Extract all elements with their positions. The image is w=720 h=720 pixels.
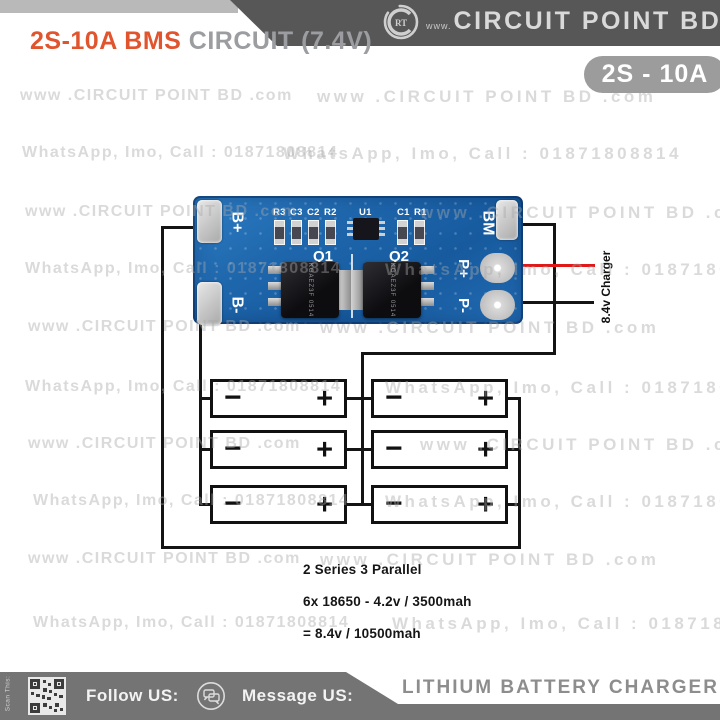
wire-segment	[505, 301, 594, 304]
wire-segment	[199, 503, 211, 506]
wire-segment	[553, 223, 556, 355]
battery-cell: −+	[371, 379, 508, 418]
pcb-board: B+ B- BM P+ P- R3 C3 C2 R2 U1 C1 R1	[193, 196, 523, 325]
label-r1: R1	[414, 207, 427, 218]
q1-tab	[339, 270, 351, 310]
smd-c3	[291, 220, 302, 245]
wire-segment	[507, 397, 519, 400]
wire-segment	[199, 448, 211, 451]
smd-r2	[325, 220, 336, 245]
mosfet-q2: KGAEZ3F 0514	[363, 262, 421, 318]
q2-tab	[351, 270, 363, 310]
badge-2s-10a: 2S - 10A	[584, 56, 720, 93]
label-b-minus: B-	[227, 296, 245, 314]
wire-segment	[161, 226, 164, 549]
page-title-accent: 2S-10A BMS	[30, 27, 182, 55]
mosfet-q1: KGAEZ3F 0514	[281, 262, 339, 318]
battery-cell: −+	[210, 430, 347, 469]
pad-b-plus	[197, 200, 222, 243]
label-r2: R2	[324, 207, 337, 218]
battery-cell: −+	[371, 430, 508, 469]
smd-c1	[397, 220, 408, 245]
q1-leg	[268, 266, 281, 274]
battery-cell: −+	[210, 379, 347, 418]
wire-segment	[347, 448, 372, 451]
q2-leg	[421, 266, 434, 274]
footer-notch: LITHIUM BATTERY CHARGER	[346, 672, 720, 704]
page-title-rest: CIRCUIT (7.4V)	[181, 27, 373, 55]
product-name: LITHIUM BATTERY CHARGER	[402, 677, 719, 698]
brand-name: CIRCUIT POINT BD	[453, 7, 720, 35]
message-bubbles-icon	[197, 682, 225, 710]
label-c2: C2	[307, 207, 320, 218]
svg-text:RT: RT	[395, 18, 407, 28]
brand-logo-icon: RT	[383, 4, 419, 40]
scan-this-label: Scan This:	[4, 675, 12, 712]
label-bm: BM	[479, 210, 497, 236]
charger-positive-wire	[505, 264, 595, 267]
wire-segment	[199, 397, 211, 400]
smd-r1	[414, 220, 425, 245]
wire-segment	[361, 352, 556, 355]
label-p-plus: P+	[454, 258, 472, 278]
ic-u1	[347, 218, 385, 240]
battery-cell: −+	[210, 485, 347, 524]
banner-www-prefix: www.	[426, 21, 452, 31]
wire-segment	[347, 397, 372, 400]
pad-p-plus	[480, 253, 515, 283]
pad-bm	[496, 200, 518, 240]
label-q2: Q2	[389, 248, 410, 265]
wire-segment	[507, 503, 519, 506]
smd-r3	[274, 220, 285, 245]
brand-banner: RT www. CIRCUIT POINT BD .com	[230, 0, 720, 46]
wire-segment	[161, 546, 521, 549]
top-strip	[0, 0, 238, 13]
label-p-minus: P-	[454, 297, 472, 313]
label-c3: C3	[290, 207, 303, 218]
wire-segment	[521, 223, 555, 226]
qr-code	[28, 677, 66, 715]
q2-leg	[421, 282, 434, 290]
label-u1: U1	[359, 207, 372, 218]
wire-segment	[161, 226, 199, 229]
pad-p-minus	[480, 290, 515, 320]
label-r3: R3	[273, 207, 286, 218]
q2-leg	[421, 298, 434, 306]
label-c1: C1	[397, 207, 410, 218]
badge-label: 2S - 10A	[601, 60, 709, 88]
page-title: 2S-10A BMS CIRCUIT (7.4V)	[30, 27, 372, 56]
wire-segment	[518, 397, 521, 549]
note-line: 2 Series 3 Parallel	[303, 562, 422, 577]
battery-cell: −+	[371, 485, 508, 524]
configuration-notes: 2 Series 3 Parallel 6x 18650 - 4.2v / 35…	[303, 562, 543, 658]
wire-segment	[507, 448, 519, 451]
wire-segment	[347, 503, 372, 506]
q1-leg	[268, 282, 281, 290]
wire-segment	[361, 352, 364, 506]
smd-c2	[308, 220, 319, 245]
pad-b-minus	[197, 282, 222, 325]
follow-us-label: Follow US:	[86, 686, 179, 705]
label-b-plus: B+	[228, 211, 245, 233]
q1-leg	[268, 298, 281, 306]
note-line: = 8.4v / 10500mah	[303, 626, 421, 641]
message-us-label: Message US:	[242, 686, 354, 705]
charger-label: 8.4v Charger	[599, 250, 613, 324]
footer-bar: Scan This: Follow US:	[0, 672, 720, 720]
label-q1: Q1	[313, 248, 334, 265]
wire-segment	[199, 322, 202, 506]
note-line: 6x 18650 - 4.2v / 3500mah	[303, 594, 472, 609]
